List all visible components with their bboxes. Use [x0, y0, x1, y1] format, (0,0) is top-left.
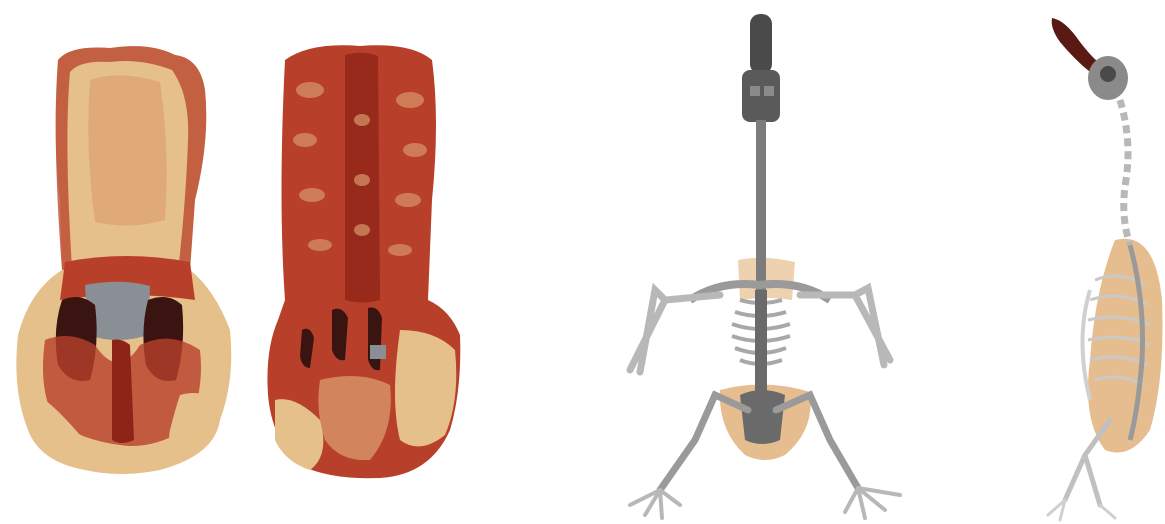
skeleton-front-svg — [600, 0, 930, 524]
skeleton-front-eye-right — [764, 86, 774, 96]
skeleton-side — [1020, 0, 1165, 524]
skeleton-side-beak — [1052, 18, 1098, 72]
skeleton-front-foot-left — [630, 490, 680, 518]
skeleton-side-eye-socket — [1100, 66, 1116, 82]
tissue-back-gray-spot — [370, 345, 386, 359]
skeleton-front-beak — [750, 14, 772, 74]
skeleton-front-foot-right — [845, 488, 900, 518]
skeleton-front-pelvis — [740, 390, 785, 444]
skeleton-side-neck — [1120, 100, 1130, 245]
tissue-map-back — [250, 0, 470, 524]
tissue-map-front — [0, 0, 240, 524]
skeleton-side-svg — [1020, 0, 1165, 524]
skeleton-front-neck — [756, 120, 766, 295]
skeleton-side-fat — [1088, 239, 1163, 453]
tissue-map-front-svg — [0, 0, 240, 524]
skeleton-front-wing-right — [800, 288, 890, 365]
skeleton-side-foot — [1048, 500, 1115, 520]
skeleton-front-eye-left — [750, 86, 760, 96]
tissue-map-back-svg — [250, 0, 470, 524]
skeleton-front — [600, 0, 930, 524]
skeleton-front-skull — [742, 70, 780, 122]
tissue-front-mid — [88, 75, 166, 225]
skeleton-front-wing-left — [630, 290, 720, 372]
tissue-back-lower-light — [395, 330, 456, 446]
skeleton-side-leg — [1065, 420, 1110, 505]
